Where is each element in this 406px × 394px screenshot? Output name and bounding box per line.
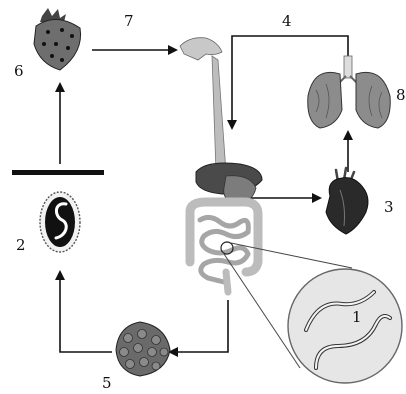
heart-icon [326,168,368,234]
label-3: 3 [384,200,394,215]
label-2: 2 [16,238,26,253]
arrow-intestine-to-larva [170,300,228,352]
magnifier-callout [221,242,402,383]
label-5: 5 [102,376,112,391]
label-8: 8 [396,88,406,103]
strawberry-icon [34,8,81,70]
arrow-larva-to-egg [60,272,112,352]
magnifier-circle [288,269,402,383]
label-7: 7 [124,14,134,29]
label-6: 6 [14,64,24,79]
digestive-system-icon [180,38,262,292]
label-4: 4 [282,14,292,29]
lungs-icon [308,56,391,128]
larval-stage-icon [116,322,170,376]
label-1: 1 [352,310,362,325]
ground-bar [12,170,104,175]
egg-icon [40,192,80,252]
